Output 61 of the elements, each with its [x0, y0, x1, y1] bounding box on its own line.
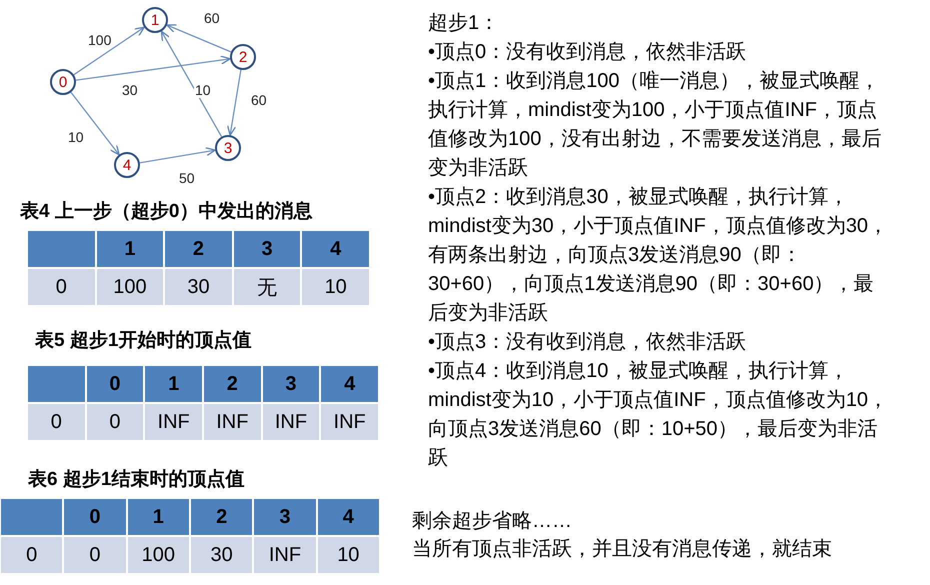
- data-cell: INF: [320, 403, 379, 441]
- header-cell: 1: [96, 230, 164, 268]
- header-cell: 4: [316, 498, 380, 536]
- note-text: 剩余超步省略……: [412, 509, 572, 534]
- note-text: 当所有顶点非活跃，并且没有消息传递，就结束: [412, 537, 832, 562]
- arrow: [140, 147, 216, 164]
- data-cell: 0: [63, 536, 127, 574]
- header-cell: 1: [144, 365, 203, 403]
- edge-label: 30: [121, 82, 139, 98]
- header-cell: 0: [63, 498, 127, 536]
- data-cell: 100: [96, 268, 164, 306]
- vertex-circle: 1: [142, 7, 168, 33]
- text-paragraph: •顶点4：收到消息10，被显式唤醒，执行计算， mindist变为10，小于顶点值INF，顶点值修改为10，向顶点3发送消息60（即：10+50），最后变为非活跃: [428, 359, 890, 471]
- header-cell: 2: [164, 230, 233, 268]
- vertex-circle: 0: [50, 69, 76, 95]
- edge-label: 100: [87, 32, 112, 48]
- data-cell: INF: [203, 403, 262, 441]
- header-cell: 4: [320, 365, 379, 403]
- header-cell: 0: [86, 365, 144, 403]
- arrow: [76, 55, 231, 81]
- data-cell: 10: [301, 268, 370, 306]
- edge-label: 10: [67, 129, 85, 145]
- table-title: 表4 上一步（超步0）中发出的消息: [20, 200, 312, 224]
- arrow: [160, 30, 222, 137]
- header-cell: 3: [262, 365, 320, 403]
- text-paragraph: •顶点3：没有收到消息，依然非活跃: [428, 330, 748, 355]
- data-cell: INF: [253, 536, 317, 574]
- table-title: 表6 超步1结束时的顶点值: [28, 468, 244, 492]
- arrow: [226, 70, 242, 136]
- header-cell: 4: [301, 230, 370, 268]
- text-paragraph: 超步1：: [428, 11, 500, 36]
- header-cell: 3: [253, 498, 317, 536]
- data-cell: 0: [27, 268, 96, 306]
- data-cell: 无: [232, 268, 302, 306]
- edge-label: 50: [178, 170, 196, 186]
- header-cell: 2: [203, 365, 262, 403]
- text-paragraph: •顶点2：收到消息30，被显式唤醒，执行计算， mindist变为30，小于顶点值INF，顶点值修改为30，有两条出射边，向顶点3发送消息90（即：30+60），向顶点1发送消息90（即：30+60），最后变为非活跃: [428, 185, 890, 326]
- edge-label: 60: [203, 10, 221, 26]
- vertex-circle: 4: [114, 152, 140, 178]
- edge-label: 10: [194, 82, 212, 98]
- vertex-circle: 3: [215, 135, 241, 161]
- header-cell: 3: [232, 230, 302, 268]
- data-cell: INF: [144, 403, 203, 441]
- arrow: [166, 24, 232, 53]
- header-cell: 1: [126, 498, 190, 536]
- arrow: [73, 26, 145, 76]
- data-cell: 100: [126, 536, 190, 574]
- text-paragraph: •顶点1：收到消息100（唯一消息），被显式唤醒，执行计算，mindist变为100，小于顶点值INF，顶点值修改为100，没有出射边，不需要发送消息，最后变为非活跃: [428, 69, 882, 181]
- arrow: [70, 92, 120, 156]
- data-cell: 10: [316, 536, 380, 574]
- text-paragraph: •顶点0：没有收到消息，依然非活跃: [428, 40, 748, 65]
- header-cell: 2: [190, 498, 254, 536]
- data-cell: INF: [262, 403, 320, 441]
- vertex-circle: 2: [230, 44, 256, 70]
- data-cell: 0: [0, 536, 64, 574]
- edge-label: 60: [250, 92, 268, 108]
- data-cell: 30: [190, 536, 254, 574]
- data-cell: 0: [86, 403, 144, 441]
- table-title: 表5 超步1开始时的顶点值: [35, 328, 252, 353]
- data-cell: 0: [27, 403, 86, 441]
- data-cell: 30: [164, 268, 233, 306]
